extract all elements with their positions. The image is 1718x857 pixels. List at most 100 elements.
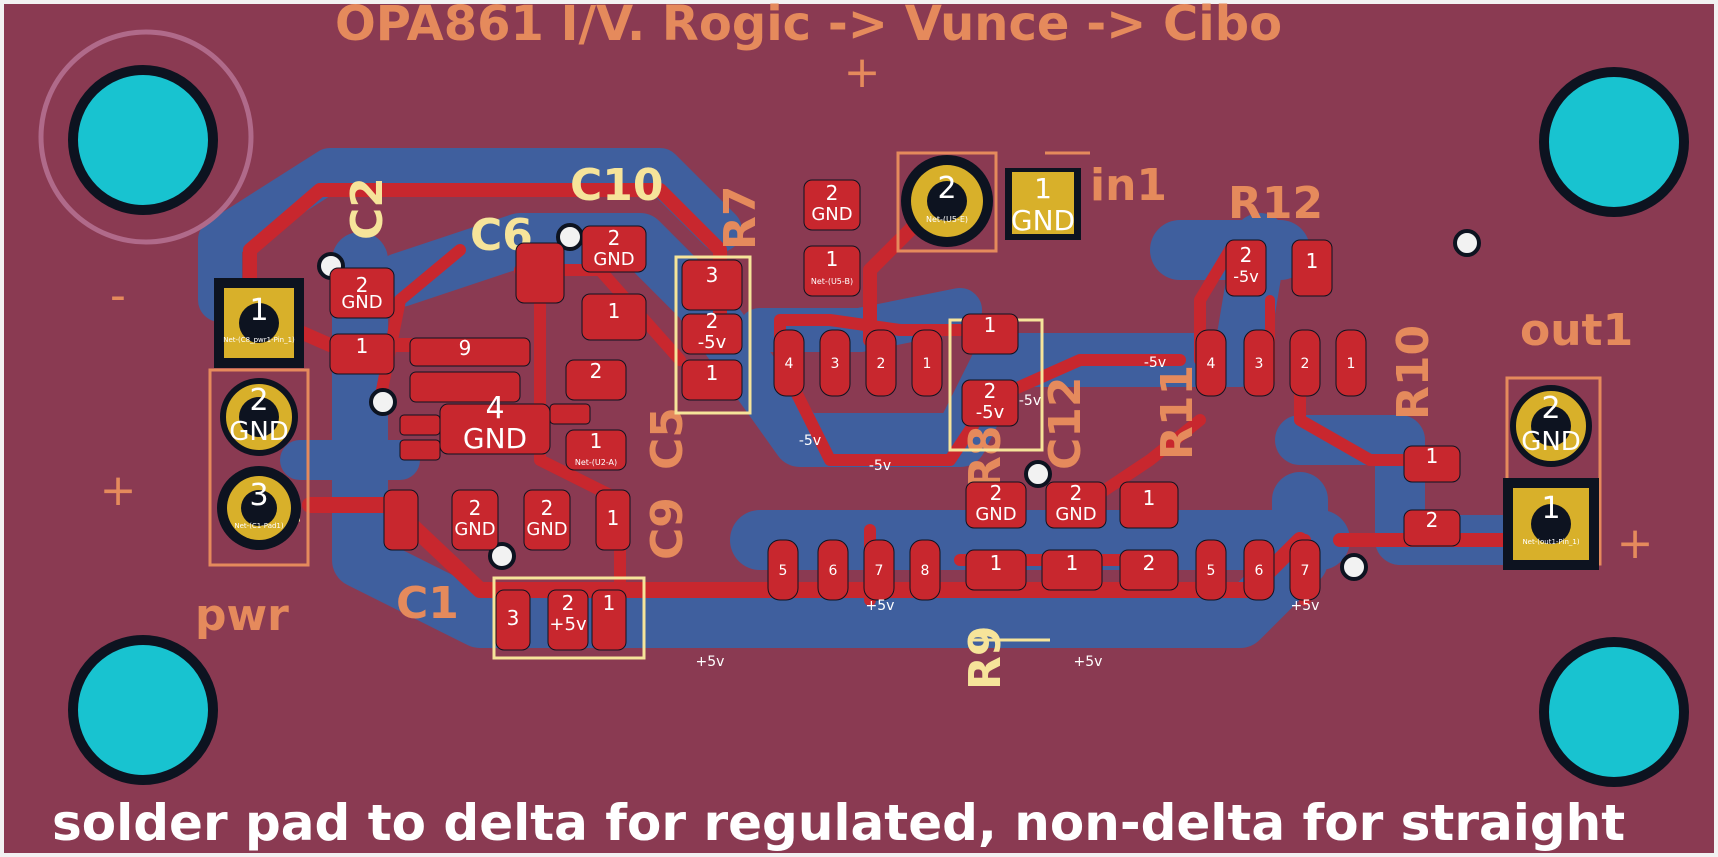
ureg-pad9-num: 9 [459,336,472,360]
c5-pad-1 [565,429,627,471]
ic5-pin [819,329,851,397]
ic5-pin [773,329,805,397]
q3-pad-1 [681,359,743,401]
ureg-pad-row [409,371,521,403]
c2-pad-1 [329,333,395,375]
net-label-minus5v: -5v [1144,355,1166,371]
ic6-pin [1335,329,1367,397]
c5-pad-2 [565,359,627,401]
c9-pad2a-net: GND [454,519,495,540]
ic6-pin-num: 4 [1207,356,1216,372]
r9-pad-2 [1119,549,1179,591]
r8-pad-2 [961,379,1019,427]
mounting-hole-keepout [38,29,254,245]
out1-pin2-net: GND [1521,427,1581,457]
ic6-pin-num: 3 [1255,356,1264,372]
mounting-hole-bottom-left [68,635,218,785]
c2-pad2-num: 2 [356,273,369,297]
outline-pwr [208,368,310,567]
pwr-pin3-num: 3 [249,478,268,513]
r7-pad1-num: 1 [826,247,839,271]
in1-pin2-num: 2 [937,171,956,206]
q2-pad-1 [591,589,627,651]
pwr-pin1-drill [239,303,279,343]
r9-pad-1a [965,549,1027,591]
c5-pad2-num: 2 [590,359,603,383]
out1-pin2-drill [1531,406,1571,446]
c9-pad2a-num: 2 [469,496,482,520]
refdes-r9: R9 [960,626,1011,691]
c9-pad-2a [451,489,499,551]
r7-pad2-net: GND [811,204,852,225]
refdes-c1: C1 [396,578,459,629]
ic5-pin-num: 4 [785,356,794,372]
outline-q3 [674,255,752,415]
board-title: OPA861 I/V. Rogic -> Vunce -> Cibo [335,0,1282,52]
out1-label: out1 [1520,305,1633,356]
r9-pad1b-num: 1 [1066,551,1079,575]
outline-q2 [492,576,646,660]
ureg-pin [549,403,591,425]
pwr-pin2-drill [239,397,279,437]
r12-pad-1 [1291,239,1333,297]
ic6-pin [1195,329,1227,397]
q3-pad-3 [681,259,743,311]
r8-pad2-net: -5v [976,402,1005,423]
c12-pad-2b [1045,481,1107,529]
net-label-plus5v: +5v [1074,654,1103,670]
q2-pad-3 [495,589,531,651]
ic6-pin [1289,329,1321,397]
via [369,388,397,416]
mounting-holes [38,29,1689,787]
pad-labels: 2 GND 1 9 4 GND 2 GND 1 2 1 Net-(U2-A) 3… [341,181,1438,635]
ic5-pin [865,329,897,397]
q2-pad-2 [547,589,589,651]
r10-pad-2 [1403,509,1461,547]
pwr-pin2-net: GND [229,417,289,447]
r7-pad2-num: 2 [826,181,839,205]
c12-pad2b-num: 2 [1070,481,1083,505]
out1-pin2-num: 2 [1541,391,1560,426]
r7-pad-1 [803,245,861,297]
pwr-label: pwr [195,590,289,641]
ic5-pin-num: 3 [831,356,840,372]
refdes-c5: C5 [642,407,693,470]
q2-pad3-num: 3 [507,606,520,630]
mounting-hole-top-right [1539,67,1689,217]
r9-pad2-num: 2 [1143,551,1156,575]
out1-plus-mark: + [1617,518,1654,569]
connector-pwr: 1 Net-(C8_pwr1-Pin_1) 2 GND 3 Net-(C1-Pa… [214,278,304,550]
c6-pad2-net: GND [593,249,634,270]
ic-pin-labels: 5 6 7 8 4 3 2 1 5 6 7 4 3 2 1 [779,356,1356,579]
silkscreen-layer: OPA861 I/V. Rogic -> Vunce -> Cibo + in1… [100,0,1654,690]
r9-pad1a-num: 1 [990,551,1003,575]
c12-pad-2a [965,481,1027,529]
refdes-r8: R8 [960,426,1011,491]
c12-pad2a-net: GND [975,504,1016,525]
r12-pad2-net: -5v [1233,267,1258,286]
in1-pin1-pad [1012,172,1074,234]
ic6-pin-num: 1 [1347,356,1356,372]
ic6-pin-num: 5 [1207,563,1216,579]
ic6-pin [1289,539,1321,601]
net-label-plus5v: +5v [866,598,895,614]
out1-pin1-num: 1 [1541,491,1560,526]
via [1024,460,1052,488]
pwr-plus-mark: + [100,465,137,516]
via [1340,553,1368,581]
ic6-pin [1243,329,1275,397]
net-label-plus5v: +5v [1291,598,1320,614]
refdes-r12: R12 [1228,178,1323,229]
ic5-pin-num: 7 [875,563,884,579]
r10-pad2-num: 2 [1426,508,1439,532]
q3-pad3-num: 3 [706,263,719,287]
c6-pad-2 [581,225,647,273]
refdes-r10: R10 [1388,325,1439,420]
via [1453,229,1481,257]
ic6-pin [1195,539,1227,601]
r7-pad-2 [803,179,861,231]
r10-pad-1 [1403,445,1461,483]
q2-pad1-num: 1 [603,591,616,615]
via [488,542,516,570]
